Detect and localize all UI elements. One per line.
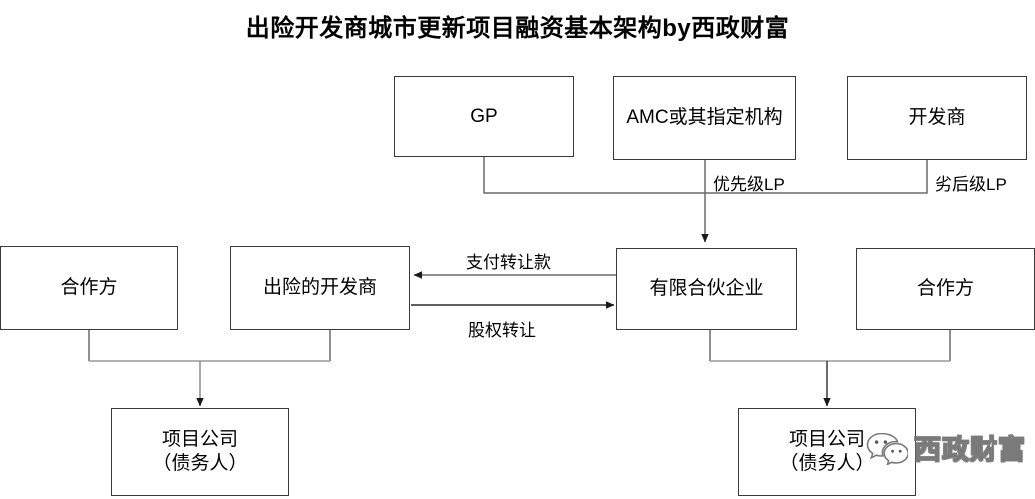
node-partner-right[interactable]: 合作方 [856,248,1035,330]
edge-label-payment-transfer: 支付转让款 [466,253,551,272]
node-partner-left-label: 合作方 [60,277,118,299]
edge-label-equity-transfer: 股权转让 [468,321,536,340]
node-developer-label: 开发商 [908,107,966,129]
node-project-company-right[interactable]: 项目公司 （债务人） [738,408,916,496]
edge-developer-to-bus [705,160,928,194]
node-lp-enterprise-label: 有限合伙企业 [649,278,764,300]
node-project-company-right-line2: （债务人） [779,453,875,474]
page-title: 出险开发商城市更新项目融资基本架构by西政财富 [245,15,790,42]
node-amc[interactable]: AMC或其指定机构 [613,76,796,160]
node-project-company-left-line1: 项目公司 [161,429,238,451]
node-amc-label: AMC或其指定机构 [626,107,783,129]
node-distressed-developer-label: 出险的开发商 [262,277,377,299]
node-project-company-left-line2: （债务人） [152,453,248,474]
edge-label-subordinate-lp: 劣后级LP [935,175,1007,194]
node-developer[interactable]: 开发商 [847,76,1027,160]
node-lp-enterprise[interactable]: 有限合伙企业 [616,248,797,330]
edge-label-senior-lp: 优先级LP [713,175,785,194]
node-gp[interactable]: GP [394,76,574,157]
edge-gp-to-bus [483,157,705,194]
node-partner-left[interactable]: 合作方 [0,246,178,330]
node-project-company-right-line1: 项目公司 [788,429,865,451]
node-partner-right-label: 合作方 [916,278,974,300]
node-project-company-left[interactable]: 项目公司 （债务人） [111,408,289,496]
node-gp-label: GP [470,105,498,127]
node-distressed-developer[interactable]: 出险的开发商 [230,246,410,330]
